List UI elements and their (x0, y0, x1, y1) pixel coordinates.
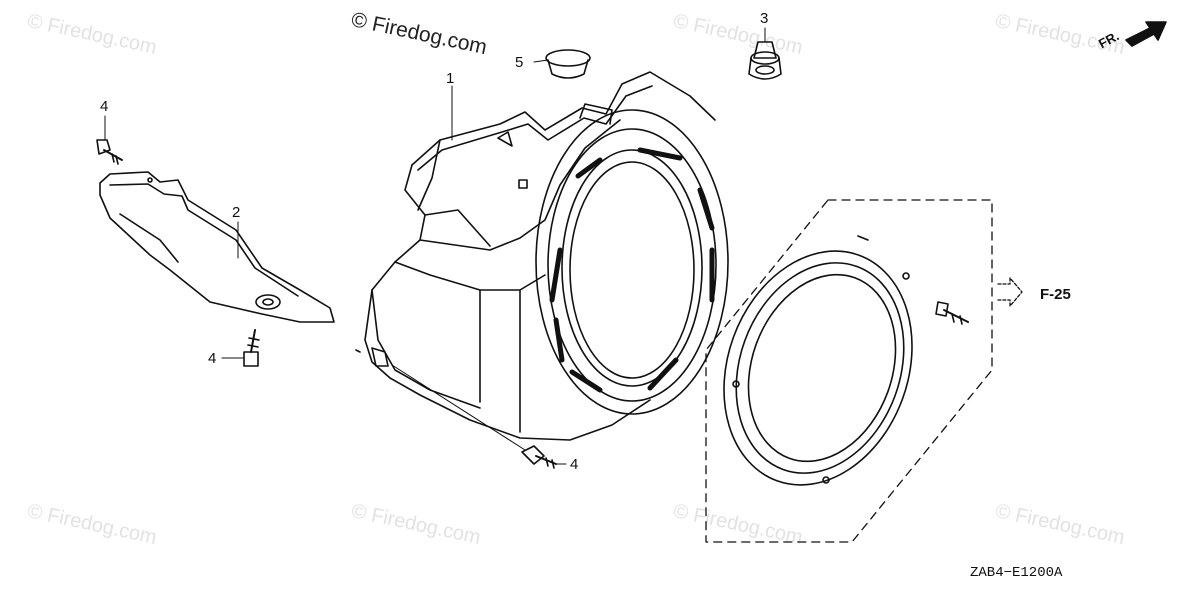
callout-number: 4 (208, 350, 217, 367)
callout-number: 4 (570, 456, 579, 473)
bolt-part (521, 445, 557, 469)
callout-number: 3 (760, 10, 769, 27)
grommet-part (748, 41, 782, 80)
front-arrow-icon (1125, 21, 1167, 47)
callout-number: 5 (515, 54, 524, 71)
callout-number: 2 (232, 204, 241, 221)
plug-part (545, 49, 591, 79)
bolt-part (96, 139, 123, 165)
recoil-starter-group (705, 199, 993, 543)
leader-lines (104, 27, 766, 465)
guide-plate-part (99, 171, 335, 323)
page-reference: F-25 (1040, 286, 1071, 303)
fan-cover-part (355, 71, 729, 451)
callout-number: 1 (446, 70, 455, 87)
callout-number: 4 (100, 98, 109, 115)
reference-arrow-icon (997, 277, 1023, 307)
diagram-code: ZAB4−E1200A (970, 565, 1063, 581)
bolt-part (243, 329, 260, 367)
bolt-part (935, 301, 969, 325)
